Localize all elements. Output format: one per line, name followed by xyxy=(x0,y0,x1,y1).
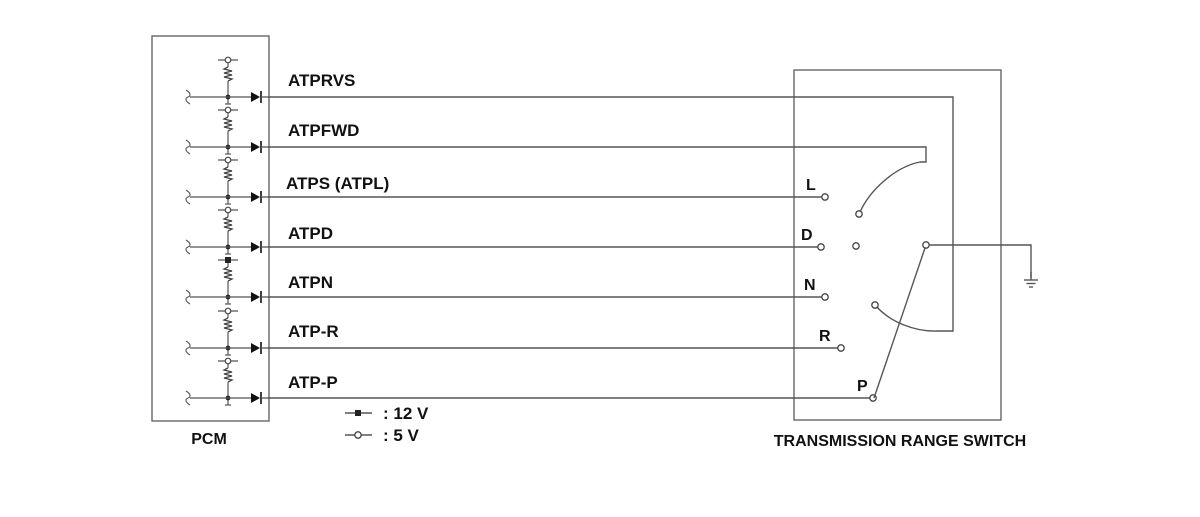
pcm-1-input-break xyxy=(185,89,191,105)
switch-internals xyxy=(852,161,1038,399)
pcm-4-diode xyxy=(251,242,260,252)
pcm-3-input-break xyxy=(185,189,191,205)
pcm-box xyxy=(151,35,270,422)
legend-12v-label: : 12 V xyxy=(383,404,429,423)
pcm-5-diode xyxy=(251,292,260,302)
pcm-1-resistor xyxy=(222,66,234,82)
pcm-2-diode xyxy=(251,142,260,152)
pcm-5-resistor xyxy=(222,266,234,282)
terminal-label-n: N xyxy=(804,277,816,294)
terminal-label-d: D xyxy=(801,227,813,244)
forward-contact-2 xyxy=(852,242,860,250)
pcm-1-diode xyxy=(251,92,260,102)
switch-terminals: L D N R P xyxy=(801,177,877,402)
reverse-arc xyxy=(875,305,939,332)
signal-label-atprvs: ATPRVS xyxy=(288,71,355,90)
pcm-2-resistor xyxy=(222,116,234,132)
pcm-2-input-break xyxy=(185,139,191,155)
legend: : 12 V : 5 V xyxy=(345,404,429,445)
pcm-7-supply-5v xyxy=(224,357,232,365)
pcm-5-input-break xyxy=(185,289,191,305)
pcm-7-input-break xyxy=(185,390,191,406)
ground-icon xyxy=(1024,272,1038,288)
legend-5v-label: : 5 V xyxy=(383,426,420,445)
pcm-7-diode xyxy=(251,393,260,403)
rotor-pivot xyxy=(922,241,930,249)
signal-label-atpr: ATP-R xyxy=(288,322,339,341)
wire-atpfwd xyxy=(268,146,927,163)
pcm-label: PCM xyxy=(191,431,227,448)
terminal-r xyxy=(837,344,845,352)
wire-atprvs xyxy=(268,96,954,332)
terminal-l xyxy=(821,193,829,201)
signal-label-atpp: ATP-P xyxy=(288,373,338,392)
forward-arc xyxy=(859,161,921,213)
legend-12v-symbol xyxy=(355,410,361,416)
signal-label-atpd: ATPD xyxy=(288,224,333,243)
pcm-3-diode xyxy=(251,192,260,202)
terminal-label-r: R xyxy=(819,328,831,345)
switch-label: TRANSMISSION RANGE SWITCH xyxy=(774,433,1026,450)
pcm-3-supply-5v xyxy=(224,156,232,164)
terminal-label-p: P xyxy=(857,378,868,395)
pcm-6-supply-5v xyxy=(224,307,232,315)
terminal-d xyxy=(817,243,825,251)
pcm-4-supply-5v xyxy=(224,206,232,214)
pcm-1-supply-5v xyxy=(224,56,232,64)
signal-label-atpfwd: ATPFWD xyxy=(288,121,359,140)
pcm-2-supply-5v xyxy=(224,106,232,114)
pcm-5-supply-12v xyxy=(225,257,231,263)
reverse-contact xyxy=(871,301,879,309)
terminal-label-l: L xyxy=(806,177,816,194)
pcm-6-resistor xyxy=(222,317,234,333)
pcm-7-resistor xyxy=(222,367,234,383)
forward-contact-1 xyxy=(855,210,863,218)
pcm-3-resistor xyxy=(222,166,234,182)
signal-label-atpl: ATPS (ATPL) xyxy=(286,174,389,193)
pcm-circuits xyxy=(185,56,269,406)
pcm-4-resistor xyxy=(222,216,234,232)
pcm-4-input-break xyxy=(185,239,191,255)
legend-5v-symbol xyxy=(354,431,362,439)
pcm-6-input-break xyxy=(185,340,191,356)
terminal-n xyxy=(821,293,829,301)
pcm-6-diode xyxy=(251,343,260,353)
ground-wire xyxy=(929,244,1032,278)
signal-wires: ATPRVS ATPFWD ATPS (ATPL) ATPD ATPN ATP-… xyxy=(268,71,954,399)
signal-label-atpn: ATPN xyxy=(288,273,333,292)
switch-rotor xyxy=(873,244,927,399)
